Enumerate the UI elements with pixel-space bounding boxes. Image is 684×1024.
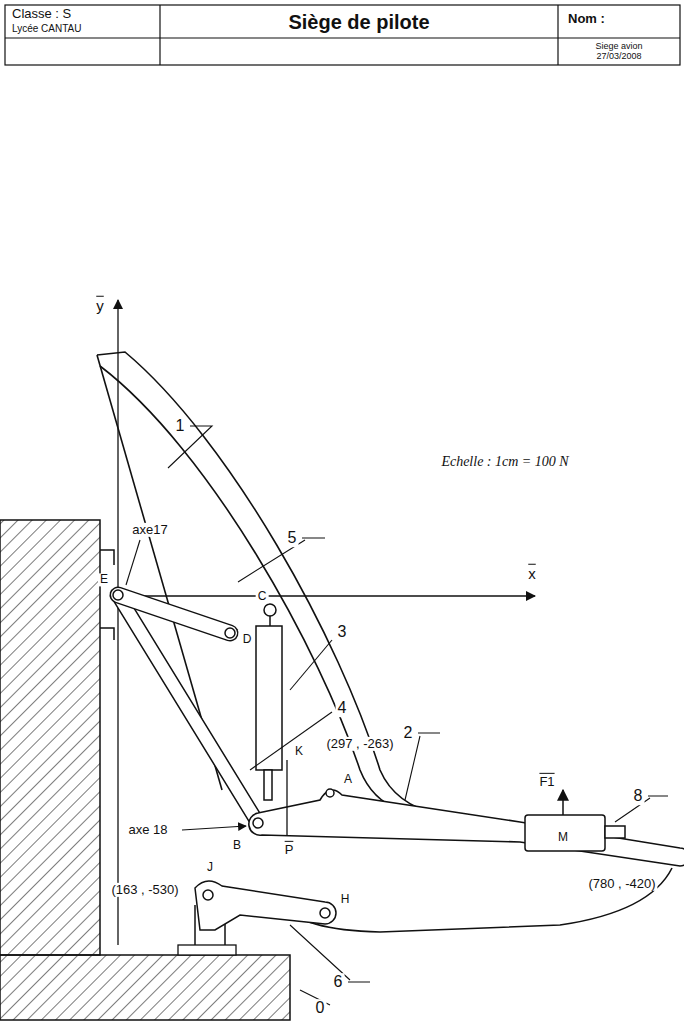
actuator <box>525 790 625 851</box>
point-label: E <box>98 573 110 586</box>
callout-number: 2 <box>402 724 415 742</box>
coordinate-label: (297 , -263) <box>324 737 395 751</box>
axis-label: y <box>94 298 106 315</box>
point-label: C <box>256 590 269 603</box>
callout-number: 0 <box>314 999 327 1017</box>
seat-arm <box>249 790 684 866</box>
axis-label-callout: axe 18 <box>126 823 169 837</box>
gas-spring <box>256 604 282 800</box>
scale-note: Echelle : 1cm = 100 N <box>439 454 570 469</box>
force-line <box>286 760 287 835</box>
point-label: B <box>231 839 243 852</box>
point-label: M <box>556 831 570 844</box>
point-label: A <box>342 773 354 786</box>
point-label: K <box>293 745 305 758</box>
leader-lines <box>126 426 668 1005</box>
seat-shell <box>97 352 672 932</box>
callout-number: 1 <box>174 417 187 435</box>
pivots <box>113 590 334 828</box>
coordinate-label: (780 , -420) <box>586 877 657 891</box>
page-title: Siège de pilote <box>288 11 429 34</box>
callout-number: 3 <box>336 623 349 641</box>
callout-number: 4 <box>336 699 349 717</box>
links <box>118 595 258 823</box>
name-field: Nom : <box>566 12 607 26</box>
point-label: D <box>241 633 254 646</box>
axes <box>118 300 535 945</box>
point-label: J <box>205 861 215 874</box>
callout-number: 6 <box>332 973 345 991</box>
force-label: F1 <box>537 775 556 789</box>
axis-label-callout: axe17 <box>130 523 169 537</box>
force-label: P <box>283 843 296 857</box>
axis-label: x <box>526 566 538 583</box>
title-block <box>5 5 680 65</box>
frame-ground <box>0 520 290 1020</box>
point-label: H <box>339 893 352 906</box>
callout-number: 8 <box>632 787 645 805</box>
class-name: Classe : S <box>10 7 73 21</box>
callout-number: 5 <box>286 529 299 547</box>
document-ref: Siege avion 27/03/2008 <box>577 42 661 62</box>
lever <box>195 881 336 945</box>
school-name: Lycée CANTAU <box>10 23 83 34</box>
coordinate-label: (163 , -530) <box>109 883 180 897</box>
